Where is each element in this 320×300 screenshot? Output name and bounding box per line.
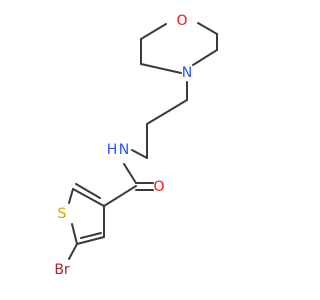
- molecule-diagram: O N N H O S Br: [54, 13, 218, 278]
- bromine-label: Br: [54, 262, 70, 278]
- hydrogen-amide-label: H: [107, 142, 118, 158]
- bond-c3-c2-inner: [75, 183, 101, 199]
- nitrogen-ring-label: N: [182, 65, 192, 81]
- bond-c5-br: [68, 243, 78, 260]
- bond-c2-n: [140, 63, 182, 74]
- bond-c4-o: [197, 22, 218, 35]
- bond-s-c5: [71, 223, 78, 245]
- bond-c5-c4: [76, 236, 105, 245]
- bond-chain3-nh: [131, 149, 148, 159]
- bond-o-c1: [140, 23, 167, 40]
- bond-c3-c2: [72, 188, 105, 207]
- bond-chain1-chain2: [146, 99, 188, 125]
- bond-nh-carbonyl: [123, 163, 137, 184]
- bond-c2-s: [68, 188, 74, 204]
- nitrogen-amide-label: N: [119, 142, 129, 158]
- bond-c5-c4-inner: [80, 232, 102, 239]
- oxygen-carbonyl-label: O: [153, 179, 164, 195]
- oxygen-ring-label: O: [176, 13, 187, 29]
- sulfur-label: S: [58, 206, 67, 222]
- bond-n-c3: [192, 49, 218, 66]
- bond-carbonyl-c3: [103, 185, 137, 207]
